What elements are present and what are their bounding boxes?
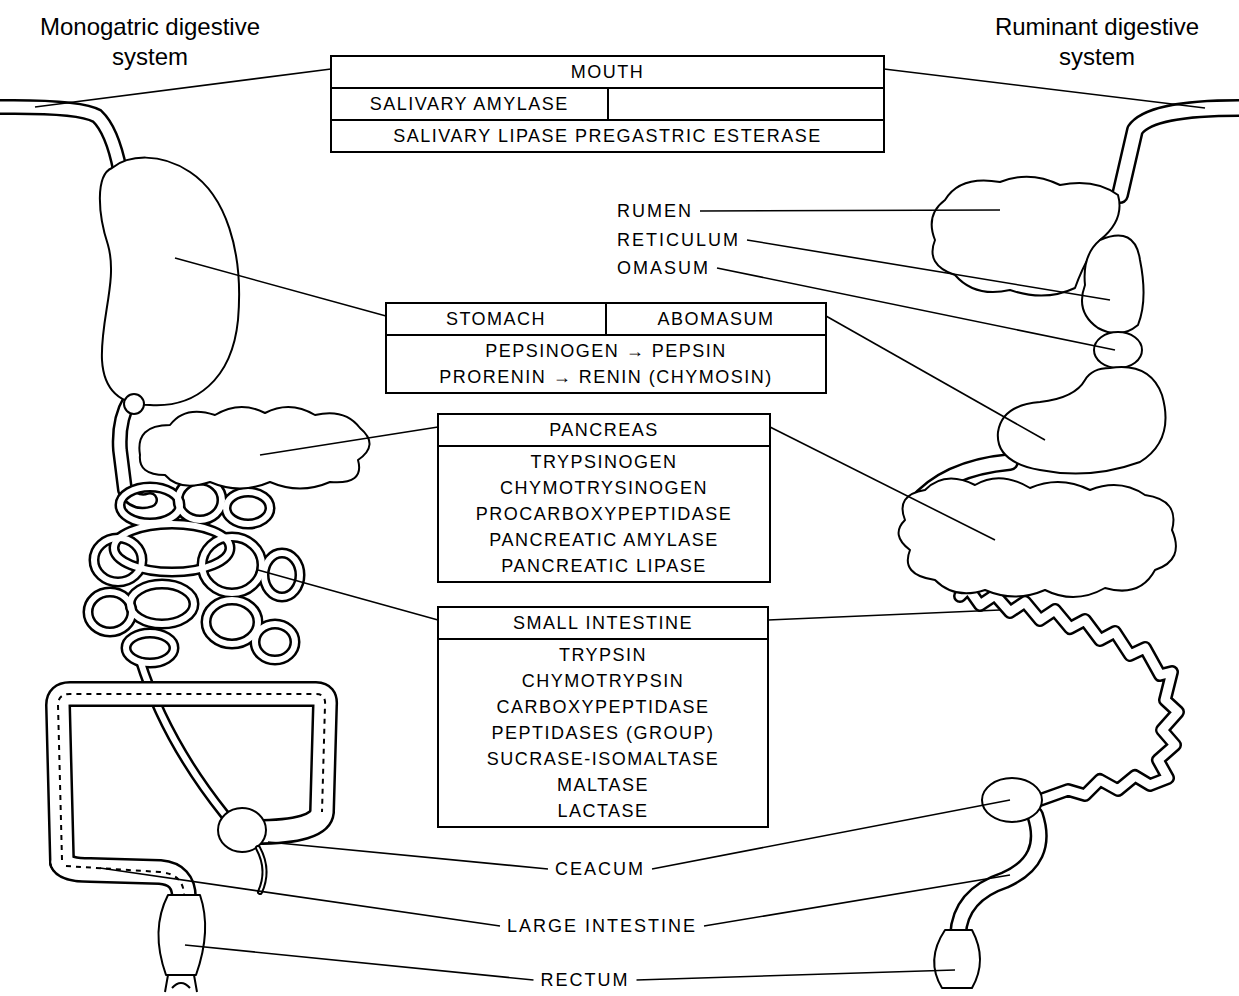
table-cell: TRYPSINOGENCHYMOTRYSINOGENPROCARBOXYPEPT… <box>439 447 769 581</box>
enzyme-name: PRORENIN → RENIN (CHYMOSIN) <box>439 364 773 390</box>
table-cell: TRYPSINCHYMOTRYPSINCARBOXYPEPTIDASEPEPTI… <box>439 640 767 826</box>
enzyme-name: SALIVARY LIPASE PREGASTRIC ESTERASE <box>393 123 821 149</box>
enzyme-table: PANCREAS TRYPSINOGENCHYMOTRYSINOGENPROCAR… <box>437 413 771 583</box>
enzyme-name: SUCRASE-ISOMALTASE <box>487 746 719 772</box>
enzyme-name: CHYMOTRYPSIN <box>522 668 685 694</box>
enzyme-table: MOUTHSALIVARY AMYLASE SALIVARY LIPASE PRE… <box>330 55 885 153</box>
leader-line <box>747 240 1110 300</box>
enzyme-name: PANCREATIC AMYLASE <box>489 527 718 553</box>
part-label: RUMEN <box>615 199 695 223</box>
table-heading: PANCREAS <box>549 417 659 443</box>
enzyme-name: LACTASE <box>557 798 648 824</box>
table-row: TRYPSINCHYMOTRYPSINCARBOXYPEPTIDASEPEPTI… <box>439 640 767 826</box>
enzyme-table: STOMACH ABOMASUM PEPSINOGEN → PEPSINPROREN… <box>385 302 827 394</box>
table-cell: MOUTH <box>332 57 883 87</box>
table-cell: SMALL INTESTINE <box>439 608 767 638</box>
table-heading: ABOMASUM <box>657 306 774 332</box>
enzyme-name: MALTASE <box>557 772 649 798</box>
part-label: OMASUM <box>615 256 712 280</box>
table-cell: ABOMASUM <box>607 304 825 334</box>
table-row: MOUTH <box>332 57 883 89</box>
enzyme-name: PROCARBOXYPEPTIDASE <box>476 501 733 527</box>
enzyme-name: PANCREATIC LIPASE <box>501 553 707 579</box>
leader-line <box>884 69 1205 108</box>
table-row: PANCREAS <box>439 415 769 447</box>
table-heading: STOMACH <box>446 306 546 332</box>
table-cell: SALIVARY AMYLASE <box>332 89 609 119</box>
table-cell: SALIVARY LIPASE PREGASTRIC ESTERASE <box>332 121 883 151</box>
enzyme-table: SMALL INTESTINE TRYPSINCHYMOTRYPSINCARBOX… <box>437 606 769 828</box>
part-label: CEACUM <box>553 857 647 881</box>
table-heading: MOUTH <box>571 59 645 85</box>
table-row: PEPSINOGEN → PEPSINPRORENIN → RENIN (CHY… <box>387 336 825 392</box>
leader-line <box>770 427 995 540</box>
leader-line <box>175 258 386 316</box>
part-label: RETICULUM <box>615 228 742 252</box>
table-cell: PEPSINOGEN → PEPSINPRORENIN → RENIN (CHY… <box>387 336 825 392</box>
leader-line <box>268 842 548 869</box>
enzyme-name: CARBOXYPEPTIDASE <box>496 694 709 720</box>
table-row: SALIVARY AMYLASE <box>332 89 883 121</box>
table-cell: STOMACH <box>387 304 607 334</box>
table-row: SMALL INTESTINE <box>439 608 767 640</box>
table-cell: PANCREAS <box>439 415 769 445</box>
enzyme-name: TRYPSINOGEN <box>530 449 677 475</box>
enzyme-name: SALIVARY AMYLASE <box>370 91 569 117</box>
leader-line <box>258 570 438 620</box>
leader-line <box>704 875 1010 926</box>
enzyme-name: PEPSINOGEN → PEPSIN <box>485 338 727 364</box>
leader-line <box>100 868 500 926</box>
enzyme-name: CHYMOTRYSINOGEN <box>500 475 708 501</box>
part-label: LARGE INTESTINE <box>505 914 699 938</box>
table-row: STOMACH ABOMASUM <box>387 304 825 336</box>
table-row: SALIVARY LIPASE PREGASTRIC ESTERASE <box>332 121 883 151</box>
part-label: RECTUM <box>539 968 632 992</box>
leader-line <box>260 427 438 455</box>
enzyme-name: PEPTIDASES (GROUP) <box>491 720 714 746</box>
table-heading: SMALL INTESTINE <box>513 610 693 636</box>
leader-line <box>35 69 331 107</box>
system-title: Ruminant digestive system <box>966 12 1228 72</box>
leader-line <box>826 316 1045 440</box>
leader-line <box>768 610 1000 620</box>
leader-line <box>185 945 534 980</box>
enzyme-name: TRYPSIN <box>559 642 647 668</box>
table-cell <box>609 89 884 119</box>
leader-line <box>637 970 956 980</box>
system-title: Monogatric digestive system <box>5 12 295 72</box>
table-row: TRYPSINOGENCHYMOTRYSINOGENPROCARBOXYPEPT… <box>439 447 769 581</box>
leader-line <box>700 210 1000 211</box>
